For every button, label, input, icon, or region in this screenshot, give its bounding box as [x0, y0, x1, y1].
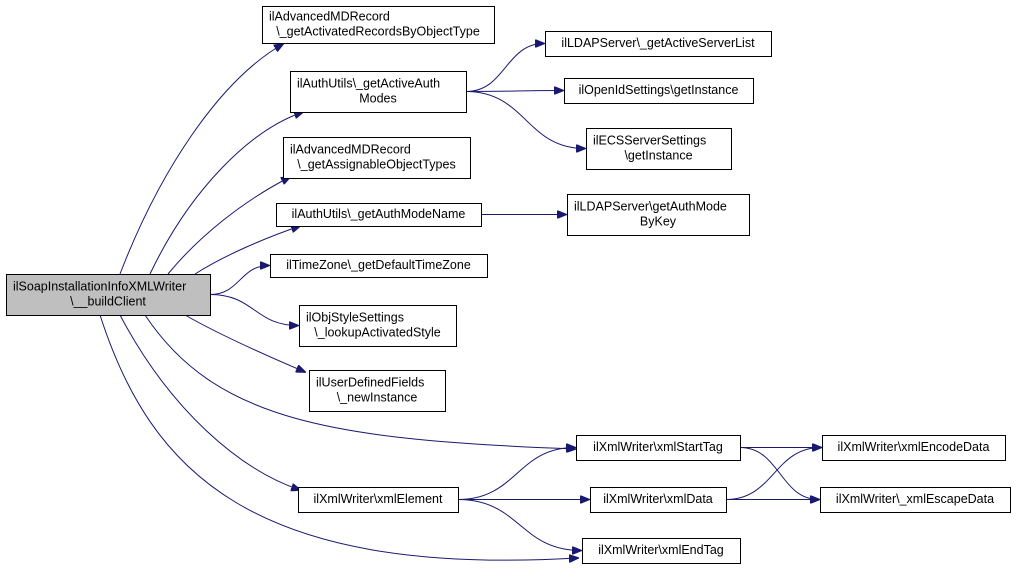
node-label: \_newInstance	[337, 391, 418, 405]
edge-root-to-udf	[184, 314, 305, 372]
node-label: ilXmlWriter\xmlStartTag	[593, 440, 723, 454]
node-openid[interactable]: ilOpenIdSettings\getInstance	[564, 78, 754, 104]
edge-authutils-active-to-ldap-list	[465, 44, 544, 92]
edge-root-to-authutils-modename	[194, 226, 300, 275]
edge-root-to-starttag	[144, 314, 575, 449]
node-timezone[interactable]: ilTimeZone\_getDefaultTimeZone	[270, 254, 488, 278]
node-label: ilXmlWriter\xmlElement	[314, 492, 443, 506]
node-objstyle[interactable]: ilObjStyleSettings\_lookupActivatedStyle	[299, 305, 457, 347]
node-label: \_lookupActivatedStyle	[314, 326, 441, 340]
node-box	[586, 128, 732, 170]
node-label: ilSoapInstallationInfoXMLWriter	[13, 280, 186, 294]
node-endtag[interactable]: ilXmlWriter\xmlEndTag	[582, 538, 741, 564]
node-box	[564, 78, 754, 104]
node-label: \_getAssignableObjectTypes	[297, 158, 455, 172]
node-box	[270, 254, 488, 278]
node-encode[interactable]: ilXmlWriter\xmlEncodeData	[822, 435, 1006, 461]
edge-authutils-active-to-ecs	[465, 91, 585, 149]
node-label: ilAuthUtils\_getAuthModeName	[292, 207, 466, 221]
node-root[interactable]: ilSoapInstallationInfoXMLWriter\__buildC…	[6, 274, 211, 316]
edge-authutils-active-to-openid	[465, 91, 563, 92]
node-label: ilXmlWriter\xmlEndTag	[598, 543, 724, 557]
node-advmd-assignable[interactable]: ilAdvancedMDRecord\_getAssignableObjectT…	[283, 137, 471, 179]
node-label: \getInstance	[624, 149, 692, 163]
node-box	[299, 305, 457, 347]
node-udf[interactable]: ilUserDefinedFields\_newInstance	[309, 370, 446, 412]
edge-root-to-advmd-assignable	[167, 177, 290, 275]
node-authutils-modename[interactable]: ilAuthUtils\_getAuthModeName	[276, 203, 482, 227]
node-label: ilXmlWriter\_xmlEscapeData	[836, 492, 994, 506]
edge-xmlelement-to-starttag	[457, 448, 575, 500]
node-escape[interactable]: ilXmlWriter\_xmlEscapeData	[820, 487, 1011, 513]
node-label: ilECSServerSettings	[593, 134, 706, 148]
node-box	[298, 487, 459, 513]
call-edges	[99, 44, 821, 561]
edge-root-to-timezone	[209, 266, 269, 295]
node-label: ilUserDefinedFields	[316, 376, 424, 390]
node-label: ilAdvancedMDRecord	[290, 143, 411, 157]
node-advmd-activated[interactable]: ilAdvancedMDRecord\_getActivatedRecordsB…	[262, 6, 495, 44]
node-label: Modes	[359, 92, 397, 106]
node-box	[276, 203, 482, 227]
node-label: \__buildClient	[70, 295, 146, 309]
call-nodes: ilSoapInstallationInfoXMLWriter\__buildC…	[6, 6, 1011, 564]
node-box	[309, 370, 446, 412]
node-label: ilXmlWriter\xmlEncodeData	[838, 440, 990, 454]
node-box	[567, 194, 750, 236]
node-ecs[interactable]: ilECSServerSettings\getInstance	[586, 128, 732, 170]
node-label: ilLDAPServer\_getActiveServerList	[561, 36, 755, 50]
node-box	[582, 538, 741, 564]
node-label: ByKey	[640, 215, 677, 229]
node-box	[590, 487, 727, 513]
node-label: ilObjStyleSettings	[306, 311, 404, 325]
node-box	[262, 6, 495, 44]
node-box	[576, 435, 741, 461]
node-box	[290, 71, 467, 113]
node-label: \_getActivatedRecordsByObjectType	[276, 25, 480, 39]
node-label: ilAuthUtils\_getActiveAuth	[297, 77, 440, 91]
node-box	[545, 31, 772, 57]
edge-starttag-to-escape	[739, 447, 819, 500]
node-label: ilAdvancedMDRecord	[269, 10, 390, 24]
node-ldap-list[interactable]: ilLDAPServer\_getActiveServerList	[545, 31, 772, 57]
edge-xmlelement-to-endtag	[457, 499, 581, 551]
node-xmldata[interactable]: ilXmlWriter\xmlData	[590, 487, 727, 513]
node-xmlelement[interactable]: ilXmlWriter\xmlElement	[298, 487, 459, 513]
edge-root-to-authutils-active	[149, 112, 303, 275]
node-box	[283, 137, 471, 179]
edge-xmldata-to-encode	[725, 448, 821, 500]
node-box	[822, 435, 1006, 461]
node-label: ilLDAPServer\getAuthMode	[574, 200, 727, 214]
edge-root-to-objstyle	[209, 294, 298, 326]
node-starttag[interactable]: ilXmlWriter\xmlStartTag	[576, 435, 741, 461]
node-label: ilOpenIdSettings\getInstance	[579, 83, 739, 97]
node-box	[820, 487, 1011, 513]
edge-root-to-advmd-activated	[119, 44, 283, 275]
node-label: ilXmlWriter\xmlData	[603, 492, 713, 506]
node-label: ilTimeZone\_getDefaultTimeZone	[286, 258, 471, 272]
edge-root-to-endtag	[99, 314, 578, 560]
edge-root-to-xmlelement	[119, 314, 300, 490]
node-box	[6, 274, 211, 316]
